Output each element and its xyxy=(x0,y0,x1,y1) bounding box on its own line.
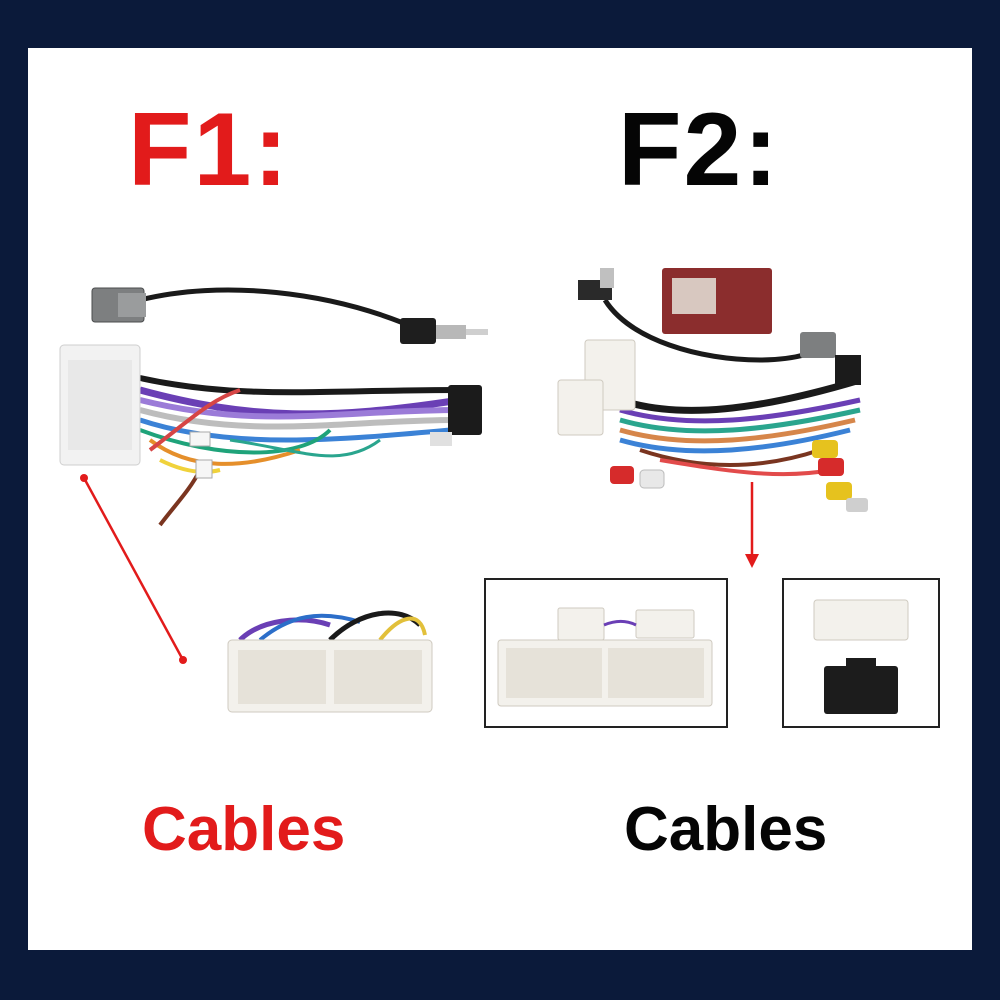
f1-title: F1: xyxy=(128,92,290,208)
f2-white-connector-image xyxy=(497,607,713,707)
product-panel xyxy=(28,48,972,950)
f2-title: F2: xyxy=(618,92,780,208)
f2-iso-connector-box xyxy=(782,578,940,728)
f1-harness-image xyxy=(59,287,488,527)
pointer-line xyxy=(82,477,185,661)
f1-caption: Cables xyxy=(142,795,346,864)
f2-caption: Cables xyxy=(624,795,828,864)
pointer-arrow xyxy=(745,482,759,568)
f2-black-connector-image xyxy=(813,599,909,714)
f2-connector-detail-box xyxy=(484,578,728,728)
f2-harness-image xyxy=(557,268,868,512)
f1-connector-closeup xyxy=(227,610,433,713)
